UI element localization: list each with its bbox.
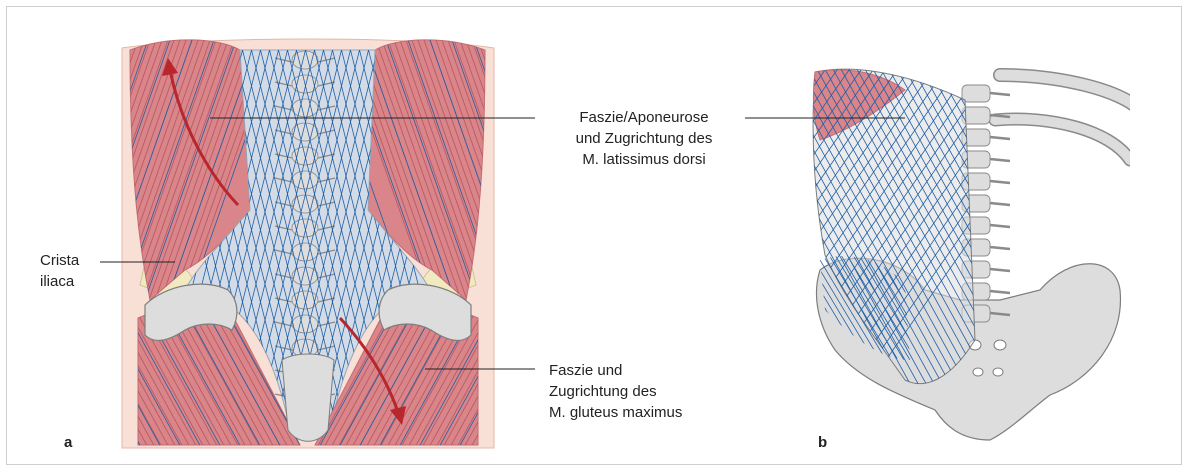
muscle-fiber (526, 40, 621, 310)
vertebra (292, 315, 318, 333)
sacral-foramen-3 (973, 368, 983, 376)
sacral-foramen-2 (994, 340, 1006, 350)
vertebra (962, 85, 990, 102)
label-crista-iliaca: Crista iliaca (40, 250, 79, 292)
panel-letter-a: a (64, 434, 72, 451)
muscle-fiber (502, 40, 597, 310)
vertebra (292, 99, 318, 117)
transverse-process (990, 159, 1010, 161)
label-gluteus-line1: Faszie und (549, 360, 682, 381)
label-gluteus-line2: Zugrichtung des (549, 381, 682, 402)
label-gluteus-line3: M. gluteus maximus (549, 402, 682, 423)
muscle-fiber (544, 40, 639, 310)
sacral-foramen-4 (993, 368, 1003, 376)
label-latissimus: Faszie/Aponeurose und Zugrichtung des M.… (549, 107, 739, 170)
muscle-fiber (514, 40, 609, 310)
vertebra (292, 243, 318, 261)
rib-1-fill (1000, 75, 1140, 110)
transverse-process (990, 93, 1010, 95)
muscle-fiber (532, 40, 627, 310)
label-latissimus-line2: und Zugrichtung des (549, 128, 739, 149)
muscle-fiber (484, 40, 579, 310)
transverse-process (990, 137, 1010, 139)
transverse-process (990, 269, 1010, 271)
transverse-process (990, 181, 1010, 183)
muscle-fiber (496, 40, 591, 310)
label-gluteus: Faszie und Zugrichtung des M. gluteus ma… (549, 360, 682, 423)
vertebra (292, 171, 318, 189)
label-latissimus-line1: Faszie/Aponeurose (549, 107, 739, 128)
muscle-fiber (490, 40, 585, 310)
muscle-fiber (520, 40, 615, 310)
panel-letter-b: b (818, 434, 827, 451)
transverse-process (990, 203, 1010, 205)
fascia-fiber (540, 40, 635, 310)
muscle-fiber (550, 40, 645, 310)
label-crista-line1: Crista (40, 250, 79, 271)
muscle-fiber (508, 40, 603, 310)
transverse-process (990, 247, 1010, 249)
fascia-fiber (496, 40, 591, 310)
label-crista-line2: iliaca (40, 271, 79, 292)
sacrum (282, 354, 334, 441)
muscle-fiber (538, 40, 633, 310)
fascia-fiber (518, 40, 613, 310)
label-latissimus-line3: M. latissimus dorsi (549, 149, 739, 170)
transverse-process (990, 225, 1010, 227)
muscle-fiber (556, 40, 651, 310)
transverse-process (990, 291, 1010, 293)
